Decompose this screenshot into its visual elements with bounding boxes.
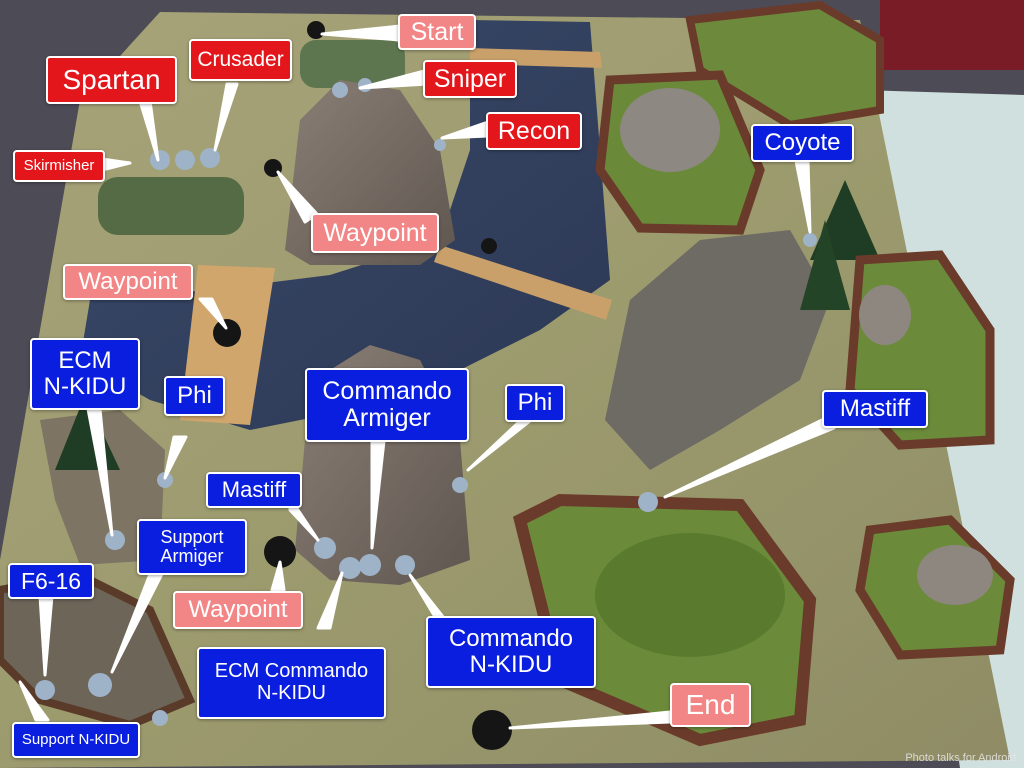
label-spartan: Spartan [46,56,177,104]
label-end: End [670,683,751,727]
label-crusader: Crusader [189,39,292,81]
label-mastiff-right: Mastiff [822,390,928,428]
label-recon: Recon [486,112,582,150]
label-ecm-commando-nkidu: ECM Commando N-KIDU [197,647,386,719]
label-start: Start [398,14,476,50]
boulder-right [859,285,911,345]
photo-watermark: Photo talks for Android [905,752,1016,764]
label-waypoint-bottom: Waypoint [173,591,303,629]
hut-top [300,40,405,88]
label-commando-nkidu: Commando N-KIDU [426,616,596,688]
objective-tokens [213,21,512,750]
label-phi-left: Phi [164,376,225,416]
label-commando-armiger: Commando Armiger [305,368,469,442]
tree-2 [800,220,850,310]
hill-top-right [685,0,884,130]
label-support-nkidu: Support N-KIDU [12,722,140,758]
label-ecm-nkidu-left: ECM N-KIDU [30,338,140,410]
label-support-armiger: Support Armiger [137,519,247,575]
miniatures [35,78,817,726]
label-skirmisher: Skirmisher [13,150,105,182]
hut-left [98,177,244,235]
label-coyote: Coyote [751,124,854,162]
label-phi-right: Phi [505,384,565,422]
rock-right [605,230,830,470]
bridge-middle [434,245,612,320]
label-mastiff-left: Mastiff [206,472,302,508]
label-waypoint-left: Waypoint [63,264,193,300]
boulder-upper [620,88,720,172]
label-sniper: Sniper [423,60,517,98]
chair [880,0,1024,70]
boulder-bottom [595,533,785,657]
label-f6-16: F6-16 [8,563,94,599]
label-waypoint-top: Waypoint [311,213,439,253]
boulder-bottom-right [917,545,993,605]
